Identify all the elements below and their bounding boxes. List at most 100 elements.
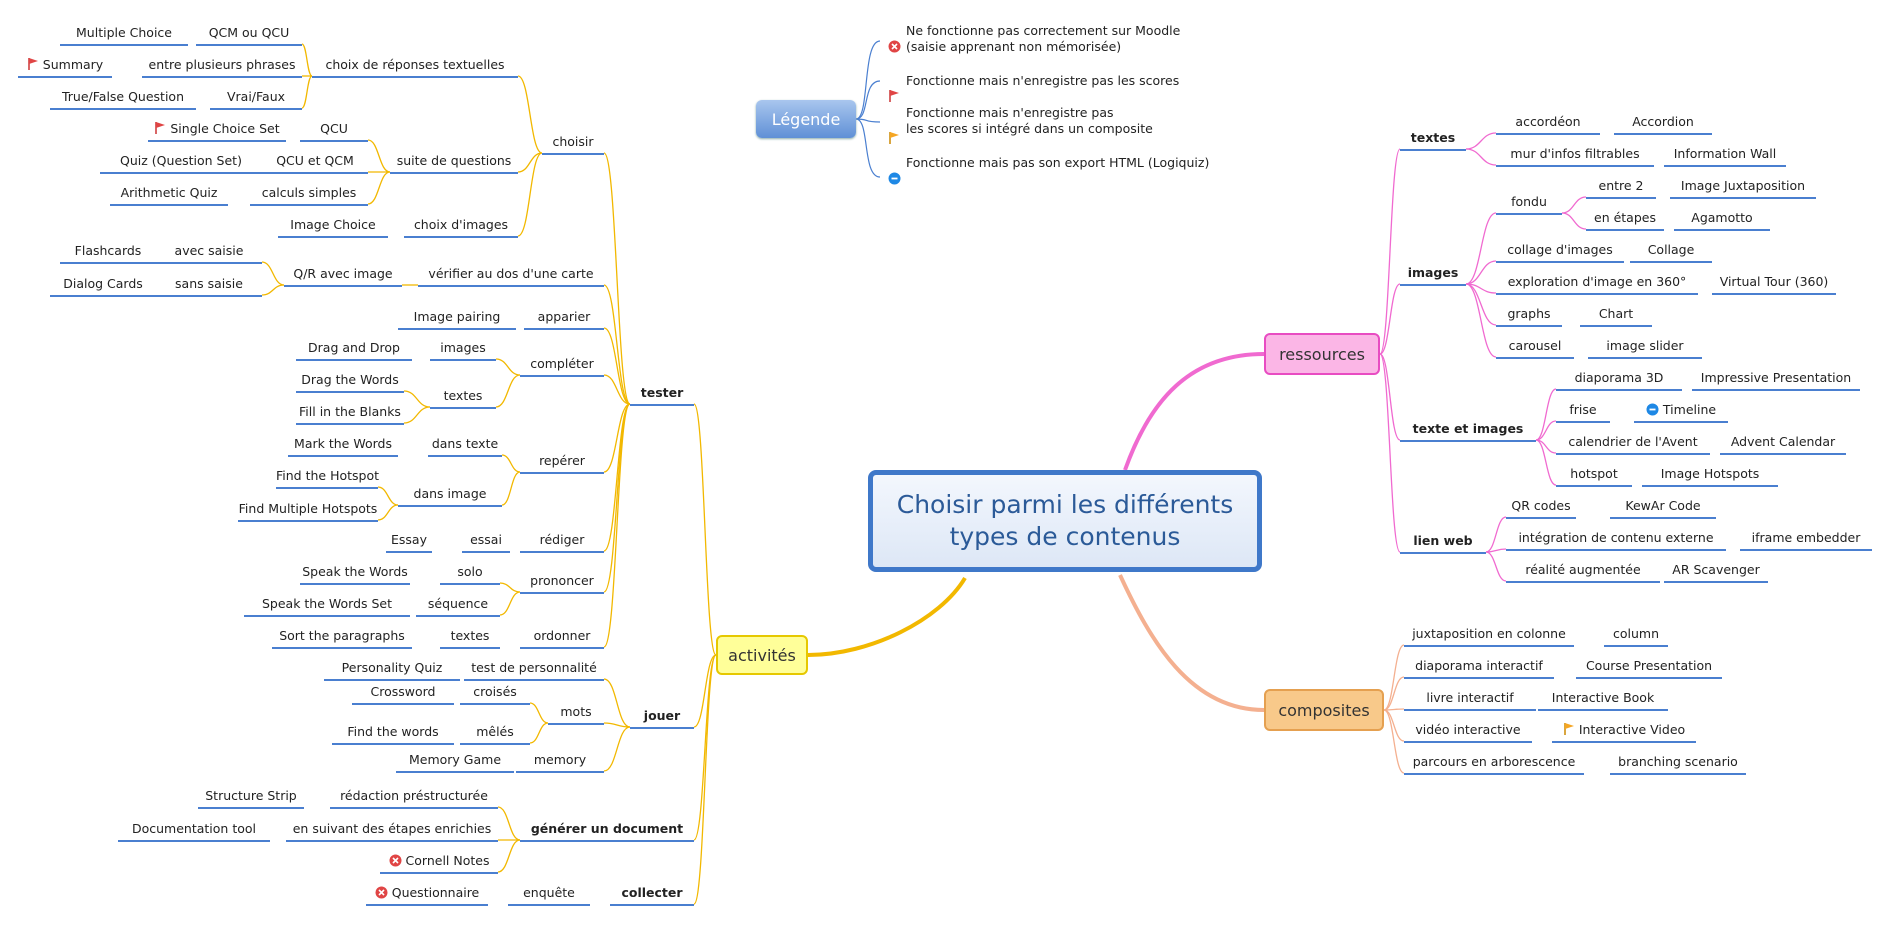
node-essay[interactable]: Essay	[386, 532, 432, 547]
node-graphs[interactable]: graphs	[1496, 306, 1562, 321]
node-info-wall[interactable]: Information Wall	[1664, 146, 1786, 161]
node-sans-saisie[interactable]: sans saisie	[156, 276, 262, 291]
node-tester[interactable]: tester	[630, 385, 694, 400]
node-etapes-enrichies[interactable]: en suivant des étapes enrichies	[286, 821, 498, 836]
node-multiple-choice[interactable]: Multiple Choice	[60, 25, 188, 40]
node-entre2[interactable]: entre 2	[1586, 178, 1656, 193]
node-collage-images[interactable]: collage d'images	[1496, 242, 1624, 257]
node-textes[interactable]: textes	[1400, 130, 1466, 145]
node-sequence[interactable]: séquence	[416, 596, 500, 611]
node-livre-inter[interactable]: livre interactif	[1404, 690, 1536, 705]
node-accordion[interactable]: Accordion	[1614, 114, 1712, 129]
node-calendrier[interactable]: calendrier de l'Avent	[1556, 434, 1710, 449]
node-frise[interactable]: frise	[1556, 402, 1610, 417]
node-croises[interactable]: croisés	[460, 684, 530, 699]
activites-node[interactable]: activités	[716, 635, 808, 675]
node-textes2[interactable]: textes	[440, 628, 500, 643]
node-test-perso[interactable]: test de personnalité	[464, 660, 604, 675]
node-sort-paragraphs[interactable]: Sort the paragraphs	[272, 628, 412, 643]
node-prononcer[interactable]: prononcer	[520, 573, 604, 588]
node-reperer[interactable]: repérer	[520, 453, 604, 468]
node-mots[interactable]: mots	[548, 704, 604, 719]
node-course-pres[interactable]: Course Presentation	[1576, 658, 1722, 673]
node-ordonner[interactable]: ordonner	[520, 628, 604, 643]
node-questionnaire[interactable]: Questionnaire	[366, 885, 488, 902]
node-summary[interactable]: Summary	[18, 57, 112, 74]
node-flashcards[interactable]: Flashcards	[60, 243, 156, 258]
node-rediger[interactable]: rédiger	[520, 532, 604, 547]
node-image-choice[interactable]: Image Choice	[278, 217, 388, 232]
node-advent[interactable]: Advent Calendar	[1720, 434, 1846, 449]
node-documentation[interactable]: Documentation tool	[118, 821, 270, 836]
node-fill-blanks[interactable]: Fill in the Blanks	[296, 404, 404, 419]
node-vrai-faux[interactable]: Vrai/Faux	[210, 89, 302, 104]
node-choisir[interactable]: choisir	[542, 134, 604, 149]
node-avec-saisie[interactable]: avec saisie	[156, 243, 262, 258]
node-image-slider[interactable]: image slider	[1588, 338, 1702, 353]
node-textes[interactable]: textes	[430, 388, 496, 403]
node-exploration[interactable]: exploration d'image en 360°	[1496, 274, 1698, 289]
node-personality[interactable]: Personality Quiz	[324, 660, 460, 675]
node-qcu[interactable]: QCU	[300, 121, 368, 136]
node-kewar[interactable]: KewAr Code	[1610, 498, 1716, 513]
node-apparier[interactable]: apparier	[524, 309, 604, 324]
node-solo[interactable]: solo	[440, 564, 500, 579]
node-carousel[interactable]: carousel	[1496, 338, 1574, 353]
node-image-pairing[interactable]: Image pairing	[398, 309, 516, 324]
node-column[interactable]: column	[1604, 626, 1668, 641]
node-cornell[interactable]: Cornell Notes	[380, 853, 498, 870]
node-juxtaposition[interactable]: Image Juxtaposition	[1670, 178, 1816, 193]
node-qcu-qcm[interactable]: QCU et QCM	[262, 153, 368, 168]
node-image-hotspots[interactable]: Image Hotspots	[1642, 466, 1778, 481]
node-mur-infos[interactable]: mur d'infos filtrables	[1496, 146, 1654, 161]
node-diaporama3d[interactable]: diaporama 3D	[1556, 370, 1682, 385]
node-collecter[interactable]: collecter	[610, 885, 694, 900]
node-lien-web[interactable]: lien web	[1400, 533, 1486, 548]
node-timeline[interactable]: Timeline	[1634, 402, 1728, 419]
node-hotspot[interactable]: hotspot	[1556, 466, 1632, 481]
node-interactive-video[interactable]: Interactive Video	[1552, 722, 1696, 739]
node-completer[interactable]: compléter	[520, 356, 604, 371]
node-redaction[interactable]: rédaction préstructurée	[330, 788, 498, 803]
composites-node[interactable]: composites	[1264, 689, 1384, 731]
node-interactive-book[interactable]: Interactive Book	[1538, 690, 1668, 705]
node-crossword[interactable]: Crossword	[352, 684, 454, 699]
node-suite-questions[interactable]: suite de questions	[390, 153, 518, 168]
node-qr-codes[interactable]: QR codes	[1506, 498, 1576, 513]
node-images[interactable]: images	[430, 340, 496, 355]
node-find-hotspot[interactable]: Find the Hotspot	[276, 468, 379, 483]
node-texte-images[interactable]: texte et images	[1400, 421, 1536, 436]
node-single-choice[interactable]: Single Choice Set	[148, 121, 286, 138]
node-choix-textuelles[interactable]: choix de réponses textuelles	[312, 57, 518, 72]
ressources-node[interactable]: ressources	[1264, 333, 1380, 375]
node-video-inter[interactable]: vidéo interactive	[1404, 722, 1532, 737]
node-true-false[interactable]: True/False Question	[50, 89, 196, 104]
node-jouer[interactable]: jouer	[630, 708, 694, 723]
node-find-multi[interactable]: Find Multiple Hotspots	[238, 501, 378, 516]
node-find-words[interactable]: Find the words	[332, 724, 454, 739]
node-dans-texte[interactable]: dans texte	[428, 436, 502, 451]
node-accordeon[interactable]: accordéon	[1496, 114, 1600, 129]
node-qr-image[interactable]: Q/R avec image	[284, 266, 402, 281]
node-meles[interactable]: mêlés	[460, 724, 530, 739]
node-parcours[interactable]: parcours en arborescence	[1404, 754, 1584, 769]
node-memory[interactable]: memory	[516, 752, 604, 767]
node-iframe[interactable]: iframe embedder	[1740, 530, 1872, 545]
node-entre-phrases[interactable]: entre plusieurs phrases	[142, 57, 302, 72]
node-enquete[interactable]: enquête	[508, 885, 590, 900]
node-essai[interactable]: essai	[462, 532, 510, 547]
node-images[interactable]: images	[1400, 265, 1466, 280]
node-en-etapes[interactable]: en étapes	[1586, 210, 1664, 225]
node-quiz-set[interactable]: Quiz (Question Set)	[100, 153, 262, 168]
legend-node[interactable]: Légende	[756, 100, 856, 138]
node-drag-drop[interactable]: Drag and Drop	[296, 340, 412, 355]
node-dans-image[interactable]: dans image	[398, 486, 502, 501]
node-virtual-tour[interactable]: Virtual Tour (360)	[1712, 274, 1836, 289]
node-generer[interactable]: générer un document	[520, 821, 694, 836]
node-ar-scavenger[interactable]: AR Scavenger	[1664, 562, 1768, 577]
node-structure-strip[interactable]: Structure Strip	[198, 788, 304, 803]
node-speak-set[interactable]: Speak the Words Set	[244, 596, 410, 611]
node-speak-words[interactable]: Speak the Words	[300, 564, 410, 579]
node-juxta-colonne[interactable]: juxtaposition en colonne	[1404, 626, 1574, 641]
node-integration[interactable]: intégration de contenu externe	[1506, 530, 1726, 545]
